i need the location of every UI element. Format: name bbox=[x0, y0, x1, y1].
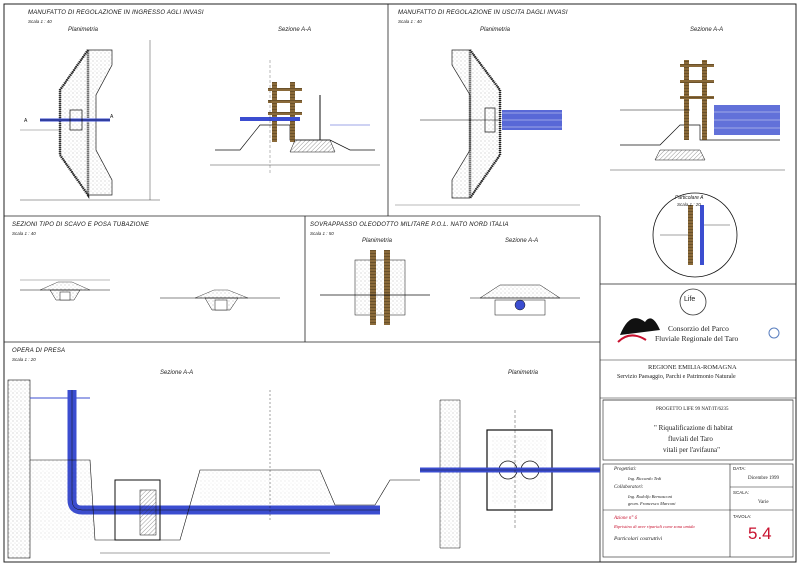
intake-plan bbox=[420, 399, 600, 549]
svg-text:A: A bbox=[110, 114, 114, 120]
drawing-line-3: Particolari costruttivi bbox=[614, 536, 663, 542]
collaborator-2: geom. Francesco Marconi bbox=[628, 501, 676, 506]
view-title-crossing-plan: Planimetria bbox=[362, 238, 393, 244]
section-title-outlet: MANUFATTO DI REGOLAZIONE IN USCITA DAGLI… bbox=[398, 10, 568, 16]
drawing-line-1: Azione n° 6 bbox=[614, 516, 638, 521]
date-value: Dicembre 1999 bbox=[748, 476, 779, 481]
scale-value: Varie bbox=[758, 500, 769, 505]
trench-sections bbox=[20, 279, 280, 311]
top-right-plan bbox=[395, 46, 580, 206]
detail-a-scale: Scala 1 : 20 bbox=[677, 202, 701, 207]
designer-1: Ing. Riccardo Tedi bbox=[628, 476, 662, 481]
section-scale-intake: Scala 1 : 20 bbox=[12, 357, 36, 362]
sheet-number: 5.4 bbox=[748, 524, 772, 543]
section-scale-inlet: Scala 1 : 40 bbox=[28, 19, 52, 24]
view-title-inlet-section: Sezione A-A bbox=[278, 27, 312, 33]
scale-label: SCALA: bbox=[733, 490, 750, 495]
consortium-name-2: Fluviale Regionale del Taro bbox=[655, 334, 739, 343]
view-title-intake-section: Sezione A-A bbox=[160, 370, 194, 376]
top-right-section bbox=[610, 60, 785, 171]
section-title-crossing: SOVRAPPASSO OLEODOTTO MILITARE P.O.L. NA… bbox=[310, 222, 509, 228]
section-title-inlet: MANUFATTO DI REGOLAZIONE IN INGRESSO AGL… bbox=[28, 10, 204, 16]
section-scale-outlet: Scala 1 : 40 bbox=[398, 19, 422, 24]
title-block-frame bbox=[600, 288, 796, 558]
intake-section bbox=[7, 379, 420, 559]
project-title-line-3: vitali per l'avifauna" bbox=[663, 446, 720, 454]
project-title-line-1: " Riqualificazione di habitat bbox=[654, 424, 733, 432]
detail-a-circle bbox=[652, 192, 738, 278]
top-left-plan: AA bbox=[20, 40, 160, 201]
service-name: Servizio Paesaggio, Parchi e Patrimonio … bbox=[617, 374, 736, 380]
svg-text:A: A bbox=[24, 118, 28, 124]
top-left-section bbox=[210, 60, 380, 175]
collaborator-1: Ing. Rodolfo Bernasconi bbox=[628, 494, 673, 499]
designers-label: Progettisti: bbox=[614, 467, 637, 472]
view-title-intake-plan: Planimetria bbox=[508, 370, 539, 376]
view-title-outlet-plan: Planimetria bbox=[480, 27, 511, 33]
project-title-line-2: fluviali del Taro bbox=[668, 435, 713, 443]
detail-a-title: Particolare A bbox=[675, 195, 704, 201]
view-title-inlet-plan: Planimetria bbox=[68, 27, 99, 33]
section-title-trench: SEZIONI TIPO DI SCAVO E POSA TUBAZIONE bbox=[12, 222, 150, 228]
consortium-name-1: Consorzio del Parco bbox=[668, 324, 729, 333]
section-scale-crossing: Scala 1 : 50 bbox=[310, 231, 334, 236]
sheet-label: TAVOLA: bbox=[733, 514, 752, 519]
section-title-intake: OPERA DI PRESA bbox=[12, 348, 66, 354]
project-code: PROGETTO LIFE 99 NAT/IT/6235 bbox=[656, 407, 729, 412]
region-name: REGIONE EMILIA-ROMAGNA bbox=[648, 364, 737, 371]
drawing-line-2: Ripristino di aree ripariali come zona u… bbox=[614, 524, 695, 529]
collaborators-label: Collaboratori: bbox=[614, 485, 644, 490]
section-scale-trench: Scala 1 : 40 bbox=[12, 231, 36, 236]
life-logo-text: Life bbox=[684, 296, 696, 303]
date-label: DATA: bbox=[733, 466, 746, 471]
view-title-crossing-section: Sezione A-A bbox=[505, 238, 539, 244]
view-title-outlet-section: Sezione A-A bbox=[690, 27, 724, 33]
pipeline-crossing bbox=[320, 250, 580, 325]
